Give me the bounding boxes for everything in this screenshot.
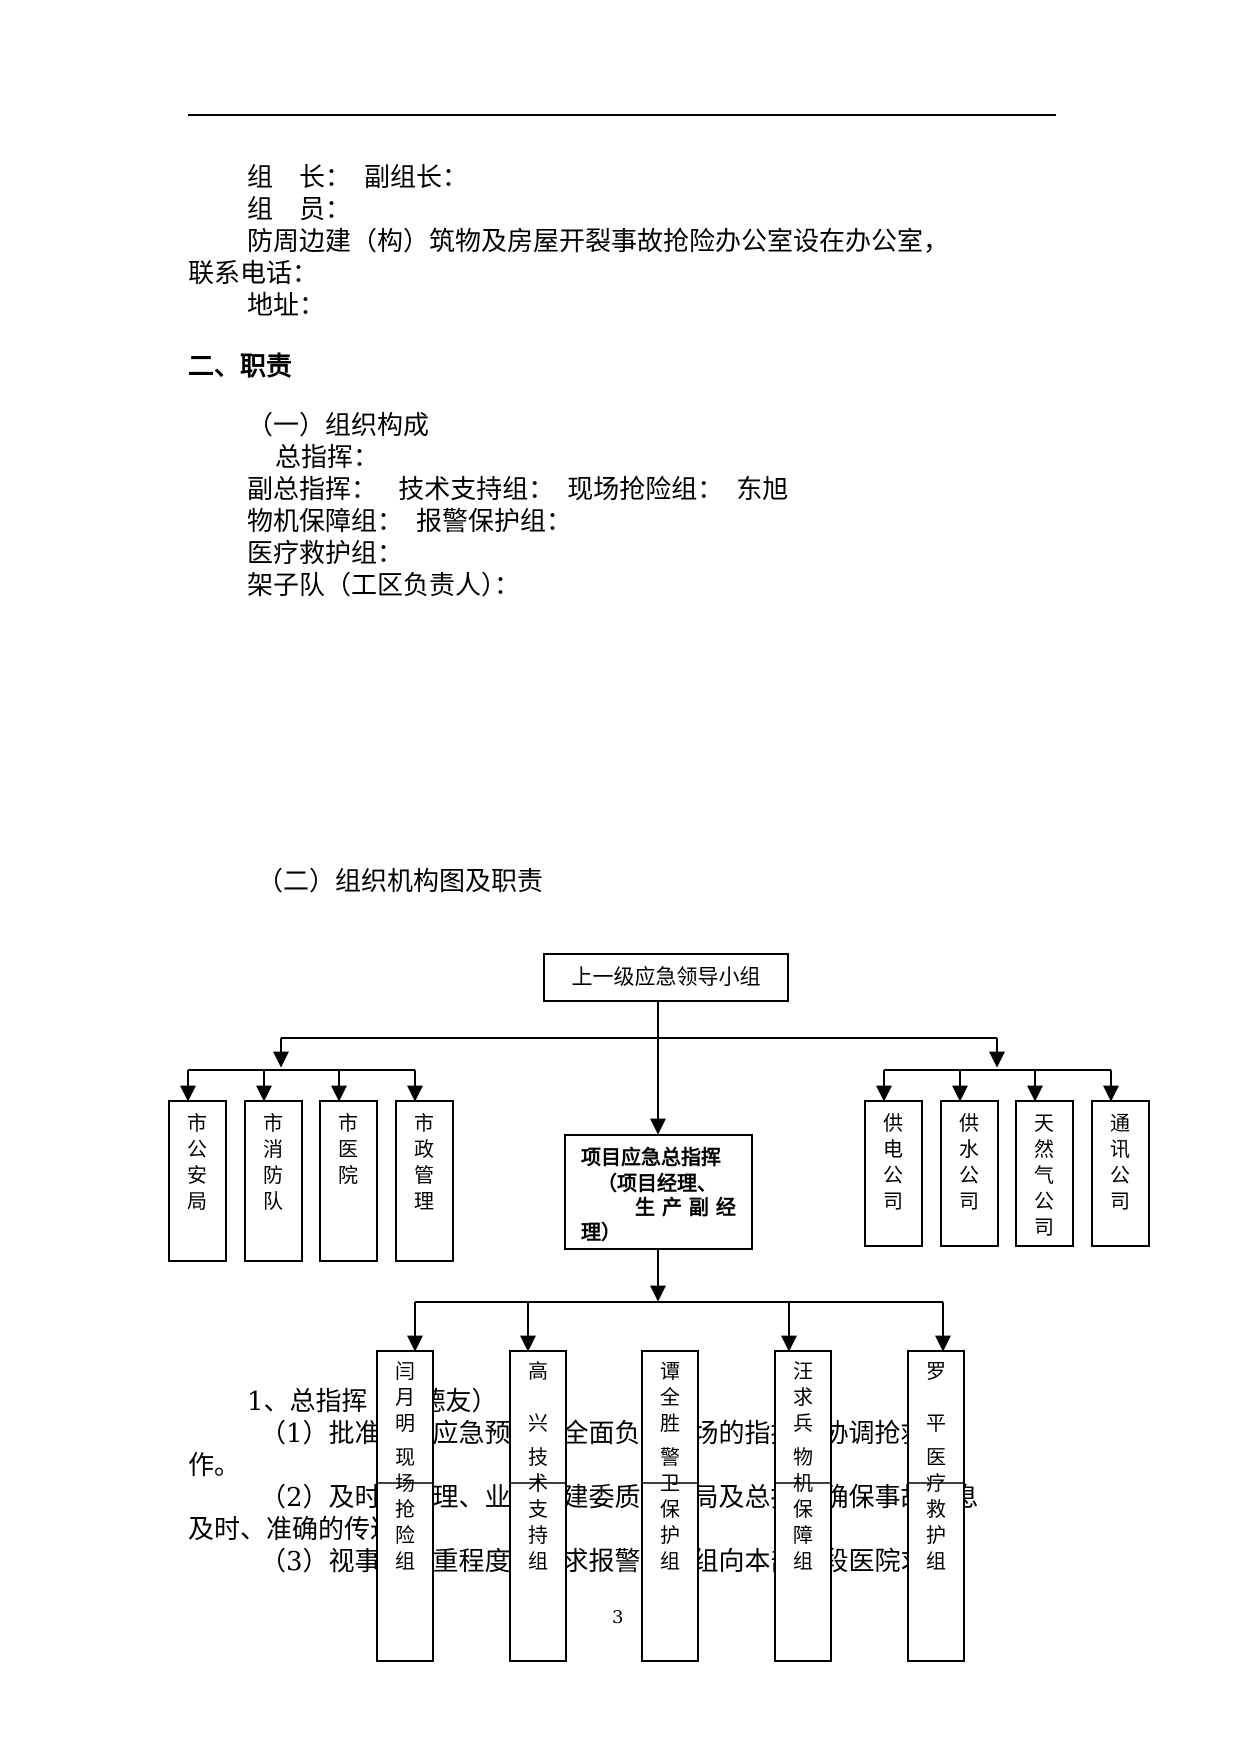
box-power — [864, 1100, 923, 1247]
right-boxes — [864, 1100, 1150, 1247]
bottom-box-name: 谭全胜 — [660, 1359, 680, 1435]
bottom-box-name: 闫月明 — [395, 1359, 415, 1435]
box-fire-brigade — [244, 1100, 303, 1262]
left-box-label: 市医院 — [338, 1111, 358, 1187]
center-line-1: 项目应急总指挥 — [581, 1145, 721, 1169]
bottom-box-name: 汪求兵 — [793, 1359, 813, 1435]
bottom-connectors — [407, 1249, 951, 1352]
section-heading-duties: 二、职责 — [188, 352, 293, 382]
bottom-boxes — [376, 1350, 965, 1662]
box-guard — [641, 1350, 699, 1662]
scaffold-line: 架子队（工区负责人）： — [247, 571, 521, 601]
top-box-label: 上一级应急领导小组 — [572, 965, 761, 989]
deputy-line: 副总指挥： 技术支持组： 现场抢险组： 东旭 — [247, 475, 789, 505]
right-box-label: 通讯公司 — [1110, 1111, 1130, 1213]
box-water — [940, 1100, 999, 1247]
duty-1-cont: 作。 — [188, 1451, 241, 1481]
subheading-chart: （二）组织机构图及职责 — [257, 867, 544, 897]
address-line: 地址： — [247, 291, 326, 321]
box-equipment — [774, 1350, 832, 1662]
box-city-hospital — [319, 1100, 378, 1262]
right-box-label: 天然气公司 — [1034, 1111, 1054, 1239]
bottom-box-role: 警卫保护组 — [660, 1445, 680, 1573]
box-tech-support — [509, 1350, 567, 1662]
bottom-box-role: 物机保障组 — [793, 1445, 813, 1573]
duty-title: 1、总指挥（张德友） — [247, 1387, 498, 1417]
bottom-box-role: 技术支持组 — [528, 1445, 548, 1573]
leader-line: 组 长： 副组长： — [247, 163, 469, 193]
member-line: 组 员： — [247, 195, 352, 225]
box-public-security — [168, 1100, 227, 1262]
left-box-label: 市政管理 — [414, 1111, 434, 1213]
right-box-labels: 供电公司 供水公司 天然气公司 通讯公司 — [883, 1111, 1130, 1239]
right-box-label: 供电公司 — [883, 1111, 903, 1213]
header-rule — [188, 114, 1056, 116]
left-box-labels: 市公安局 市消防队 市医院 市政管理 — [187, 1111, 434, 1213]
left-box-label: 市消防队 — [263, 1111, 283, 1213]
box-rescue-team — [376, 1350, 434, 1662]
bottom-box-name: 罗平 — [926, 1359, 946, 1435]
bottom-box-role: 现场抢险组 — [395, 1445, 415, 1573]
duty-1: （1）批准本部应急预案，全面负责现场的指挥、协调抢救工 — [260, 1419, 953, 1449]
box-municipal — [395, 1100, 454, 1262]
equipment-line: 物机保障组： 报警保护组： — [247, 507, 573, 537]
phone-line: 联系电话： — [188, 259, 319, 289]
top-connectors — [180, 1001, 1119, 1135]
bottom-box-name: 高兴 — [528, 1359, 548, 1435]
center-box-text: 项目应急总指挥 （项目经理、 生 产 副 经 理） — [581, 1145, 736, 1244]
commander-line: 总指挥： — [275, 443, 380, 473]
left-box-label: 市公安局 — [187, 1111, 207, 1213]
page-number: 3 — [612, 1607, 624, 1628]
box-gas — [1015, 1100, 1074, 1247]
center-line-3: 生 产 副 经 — [635, 1195, 736, 1219]
top-box — [543, 953, 789, 1002]
box-telecom — [1091, 1100, 1150, 1247]
subheading-org: （一）组织构成 — [247, 411, 430, 441]
center-line-4: 理） — [581, 1220, 621, 1244]
center-box — [564, 1134, 753, 1250]
right-box-label: 供水公司 — [959, 1111, 979, 1213]
medical-line: 医疗救护组： — [247, 539, 404, 569]
center-line-2: （项目经理、 — [597, 1171, 717, 1195]
bottom-box-role: 医疗救护组 — [926, 1445, 946, 1573]
box-medical — [907, 1350, 965, 1662]
left-boxes — [168, 1100, 454, 1262]
office-line: 防周边建（构）筑物及房屋开裂事故抢险办公室设在办公室， — [247, 227, 950, 257]
